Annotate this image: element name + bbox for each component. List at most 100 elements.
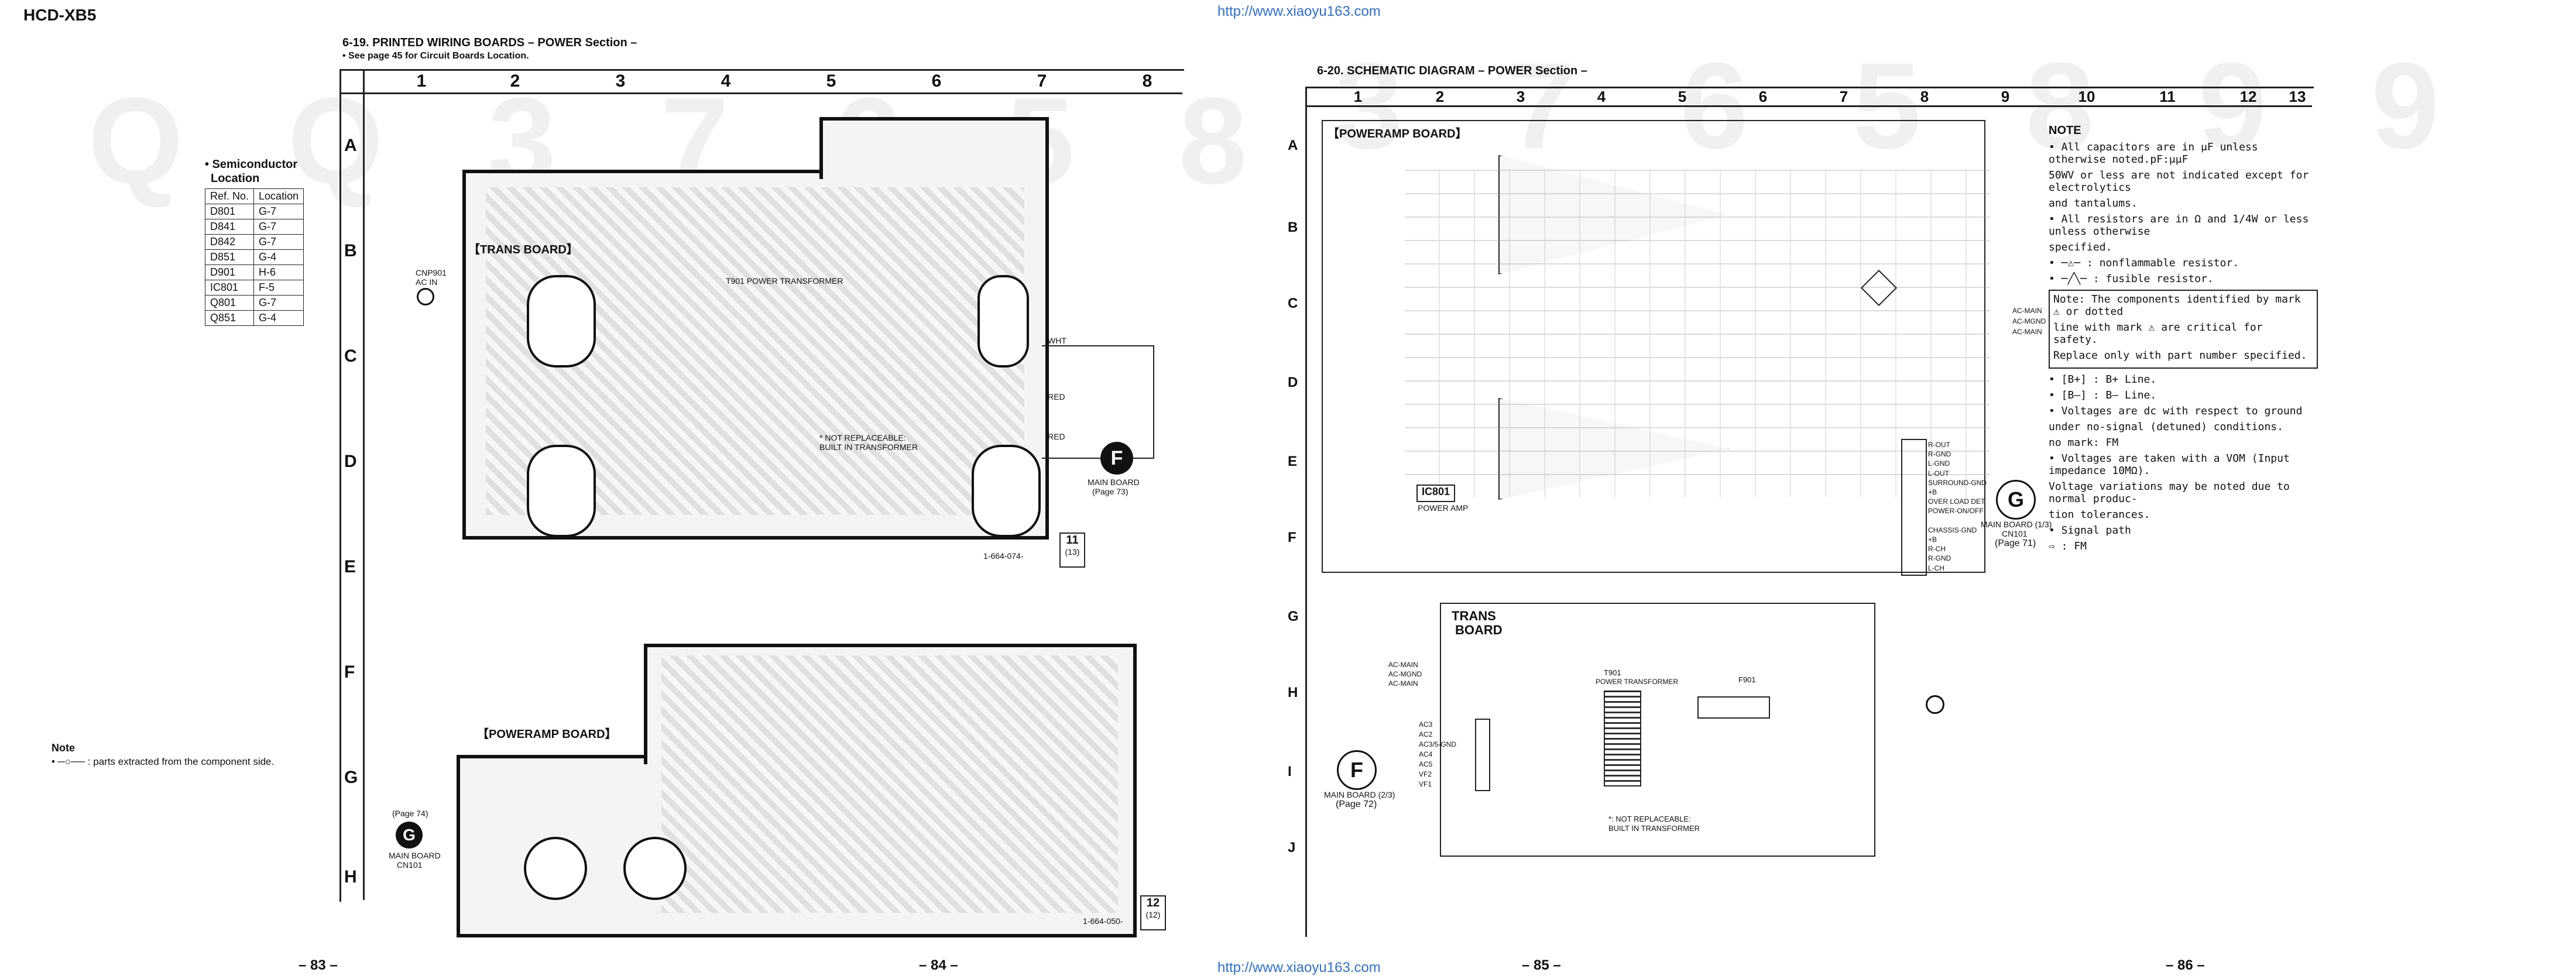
note-line: • ─╱╲─ : fusible resistor. <box>2049 273 2214 285</box>
right-row-j: J <box>1288 840 1296 856</box>
semi-ref: Q851 <box>204 310 255 326</box>
not-replaceable-label: * NOT REPLACEABLE: <box>819 433 906 442</box>
left-col-8: 8 <box>1142 71 1152 91</box>
right-col-11: 11 <box>2159 88 2176 105</box>
left-row-d: D <box>344 452 357 471</box>
t901-label: T901 POWER TRANSFORMER <box>726 276 843 286</box>
page-86: – 86 – <box>2166 957 2205 973</box>
pin-label: AC4 <box>1419 750 1433 758</box>
left-grid-side-col <box>339 69 365 900</box>
trans-wire-harness <box>1042 345 1154 459</box>
ac-connector-block <box>1475 719 1490 791</box>
note-line: specified. <box>2049 241 2112 253</box>
note-line: • All capacitors are in μF unless otherw… <box>2049 141 2258 166</box>
right-col-3: 3 <box>1516 88 1525 105</box>
semi-loc: H-6 <box>253 264 304 280</box>
board-ref-12b: (12) <box>1145 910 1161 919</box>
right-col-7: 7 <box>1839 88 1848 105</box>
left-col-4: 4 <box>721 71 731 91</box>
left-title: 6-19. PRINTED WIRING BOARDS – POWER Sect… <box>342 36 637 49</box>
note-line: • Signal path <box>2049 524 2131 537</box>
pin-label: +B <box>1928 535 1937 544</box>
trans-schematic-label-2: BOARD <box>1455 623 1503 637</box>
power-transformer-label: POWER TRANSFORMER <box>1596 678 1679 686</box>
right-row-a: A <box>1288 138 1298 153</box>
poweramp-board-code: 1-664-050- <box>1083 916 1123 926</box>
cn101-label-left: CN101 <box>397 860 423 870</box>
semi-ref: D841 <box>204 219 255 235</box>
power-amp-label: POWER AMP <box>1418 503 1469 513</box>
trans-board-label: 【TRANS BOARD】 <box>468 243 578 256</box>
ic801-label: IC801 <box>1421 486 1450 497</box>
right-row-g: G <box>1288 609 1299 624</box>
board-ref-12: 12 <box>1146 896 1160 909</box>
connector-f-bubble: F <box>1100 442 1133 475</box>
red-label-2: RED <box>1048 432 1065 441</box>
pin-label <box>1928 516 1987 525</box>
right-row-e: E <box>1288 454 1298 469</box>
ac-plug-icon <box>417 288 434 305</box>
right-row-f: F <box>1288 530 1296 545</box>
left-note-title: Note <box>52 742 75 754</box>
semi-ref: IC801 <box>204 280 255 296</box>
transformer-cutout-right <box>977 275 1029 367</box>
semi-ref: D901 <box>204 264 255 280</box>
note-line: no mark: FM <box>2049 437 2119 449</box>
page-84: – 84 – <box>919 957 958 973</box>
note-line: Voltage variations may be noted due to n… <box>2049 480 2290 505</box>
built-in-transformer-label: BUILT IN TRANSFORMER <box>819 442 918 452</box>
left-col-3: 3 <box>615 71 626 91</box>
main-board-g-label: MAIN BOARD <box>389 851 441 860</box>
capacitor-c1-icon <box>524 837 587 900</box>
right-col-4: 4 <box>1597 88 1606 105</box>
not-replaceable-right: *: NOT REPLACEABLE: <box>1608 815 1691 823</box>
pin-label: VF1 <box>1419 780 1432 788</box>
left-row-e: E <box>344 557 356 576</box>
pin-label: AC-MGND <box>1388 670 1422 678</box>
transformer-cutout-bottom-right <box>972 445 1041 537</box>
semi-ref: D801 <box>204 204 255 219</box>
main-board-g-label-right: MAIN BOARD (1/3) <box>1981 520 2052 529</box>
trans-ac-pin-labels: AC-MAIN AC-MGND AC-MAIN <box>1388 660 1422 688</box>
board-ref-box-12: 12 (12) <box>1140 895 1166 930</box>
site-url-bottom[interactable]: http://www.xiaoyu163.com <box>1217 960 1381 975</box>
left-col-2: 2 <box>510 71 520 91</box>
red-label-1: RED <box>1048 392 1065 401</box>
poweramp-board-traces <box>661 655 1118 913</box>
right-grid-frame <box>1305 87 2314 937</box>
ac-in-label: AC IN <box>416 277 438 287</box>
semi-ref: D842 <box>204 234 255 250</box>
site-url-top[interactable]: http://www.xiaoyu163.com <box>1217 4 1381 19</box>
right-col-12: 12 <box>2239 88 2257 105</box>
left-row-f: F <box>344 662 355 682</box>
notes-panel: NOTE • All capacitors are in μF unless o… <box>2049 124 2318 556</box>
board-ref-11b: (13) <box>1065 547 1080 557</box>
pin-label: L-OUT <box>1928 469 1949 478</box>
safety-note-line: Replace only with part number specified. <box>2053 349 2307 362</box>
semi-loc: G-7 <box>253 219 304 235</box>
semi-ref: D851 <box>204 249 255 265</box>
transformer-coil-icon <box>1604 691 1641 786</box>
trans-schematic-frame <box>1440 603 1875 857</box>
pin-label: AC3 <box>1419 720 1433 729</box>
ac-main-label-2: AC-MAIN <box>2012 328 2042 336</box>
ac-main-label-1: AC-MAIN <box>2012 307 2042 315</box>
trans-board-pcb-top <box>819 117 1049 179</box>
pin-label: L-GND <box>1928 459 1950 468</box>
built-in-transformer-right: BUILT IN TRANSFORMER <box>1608 824 1700 833</box>
right-col-10: 10 <box>2078 88 2095 105</box>
schematic-wiring <box>1405 170 1990 497</box>
connector-f-bubble-right: F <box>1337 750 1377 790</box>
pin-label: AC2 <box>1419 730 1433 738</box>
right-grid-header-row <box>1305 87 2312 107</box>
cn101-connector-block <box>1901 439 1927 576</box>
